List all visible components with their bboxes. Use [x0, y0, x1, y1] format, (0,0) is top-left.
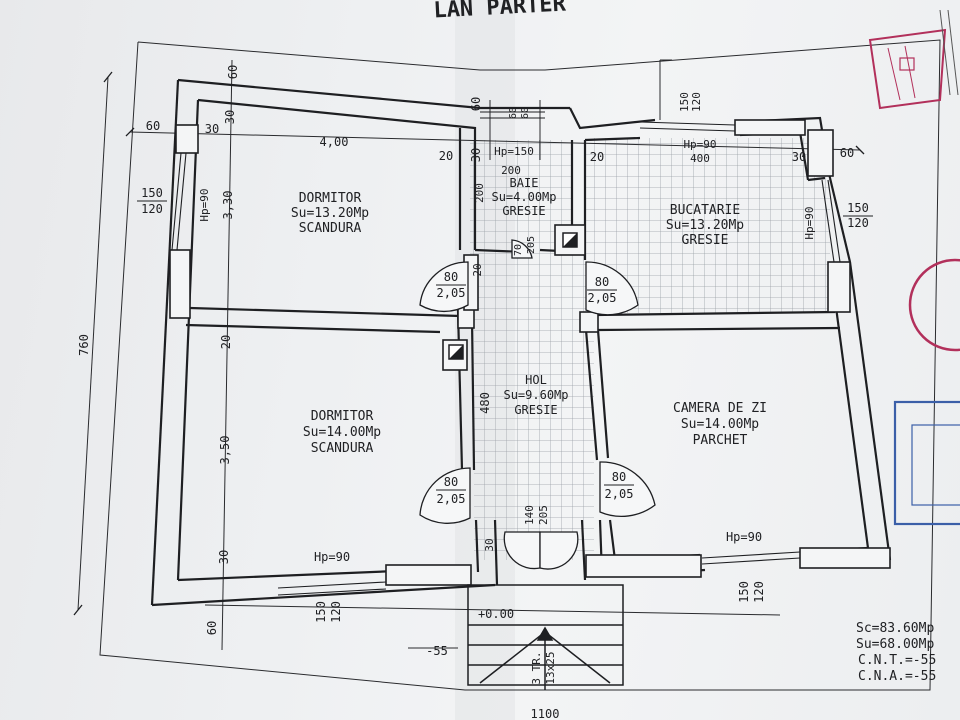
dim-60-right: 60: [840, 146, 854, 160]
dim-20-d: 20: [219, 335, 233, 349]
dimension-frame: [77, 39, 941, 691]
round-stamp: [908, 258, 960, 352]
win-150-left: 150: [141, 186, 163, 200]
stair-13x25: 13x25: [544, 651, 557, 684]
blue-stamp: [893, 400, 960, 526]
dim-30-bottom-left: 30: [217, 550, 231, 564]
dim-overall-width: 1100: [531, 707, 560, 720]
dimension-ticks: [73, 71, 865, 616]
dim-60-fold-b: 60: [520, 107, 531, 119]
dim-20-a: 20: [439, 149, 453, 163]
dim-60-left: 60: [146, 119, 160, 133]
hp-90-dormitor: Hp=90: [198, 188, 211, 221]
level-minus-55: -55: [426, 644, 448, 658]
dim-60-bottom: 60: [205, 621, 219, 635]
hp-90-kitchen: Hp=90: [683, 138, 716, 151]
room-bucatarie-floor: GRESIE: [682, 233, 729, 248]
dim-overall-height: 760: [77, 334, 91, 356]
win-120-bottom-left: 120: [329, 601, 343, 623]
dim-205-baie: 205: [526, 236, 537, 254]
dim-30-top: 30: [223, 110, 237, 124]
level-0: +0.00: [478, 607, 514, 621]
room-camera-floor: PARCHET: [693, 433, 748, 448]
win-150-right: 150: [847, 201, 869, 215]
room-dormitor2-floor: SCANDURA: [311, 441, 374, 456]
room-bucatarie-name: BUCATARIE: [670, 203, 740, 218]
dim-400-dormitor: 4,00: [320, 135, 349, 149]
dim-70: 70: [513, 244, 524, 256]
hp-150: Hp=150: [494, 145, 534, 158]
plan-title: LAN PARTER: [433, 0, 567, 23]
room-bucatarie-area: Su=13.20Mp: [666, 218, 744, 233]
dim-350: 3,50: [218, 436, 232, 465]
dim-60-baie: 60: [469, 97, 483, 111]
door-80-b: 80: [595, 275, 609, 289]
door-205-e: 205: [537, 505, 550, 525]
dim-60-fold: 60: [508, 107, 519, 119]
win-150-bottom-right: 150: [737, 581, 751, 603]
wall-piers: [169, 119, 891, 586]
room-camera-area: Su=14.00Mp: [681, 417, 759, 432]
dim-60-top: 60: [226, 65, 240, 79]
room-dormitor1-floor: SCANDURA: [299, 221, 362, 236]
hp-90-bottom-left: Hp=90: [314, 550, 350, 564]
win-150-bottom-left: 150: [314, 601, 328, 623]
room-hol-floor: GRESIE: [514, 403, 557, 417]
dim-20-b: 20: [590, 150, 604, 164]
room-camera-name: CAMERA DE ZI: [673, 401, 767, 416]
door-80-d: 80: [612, 470, 626, 484]
summary-sc: Sc=83.60Mp: [856, 621, 934, 636]
win-150-top: 150: [678, 92, 691, 112]
door-205-b: 2,05: [588, 291, 617, 305]
dim-30-left: 30: [205, 122, 219, 136]
margin-notes: [939, 9, 959, 96]
room-hol-area: Su=9.60Mp: [503, 388, 568, 402]
door-205-a: 2,05: [437, 286, 466, 300]
red-stamp: [868, 28, 947, 110]
room-dormitor2-area: Su=14.00Mp: [303, 425, 381, 440]
door-80-a: 80: [444, 270, 458, 284]
room-baie-floor: GRESIE: [502, 204, 545, 218]
room-dormitor1-area: Su=13.20Mp: [291, 206, 369, 221]
vent-shafts: [448, 232, 578, 360]
door-205-d: 2,05: [605, 487, 634, 501]
dim-200-baie-v: 200: [473, 183, 486, 203]
win-120-right: 120: [847, 216, 869, 230]
win-120-top: 120: [690, 92, 703, 112]
dim-330: 3,30: [221, 191, 235, 220]
summary-cnt: C.N.T.=-55: [858, 653, 936, 668]
dim-30-kitchen: 30: [792, 150, 806, 164]
door-swings: [419, 239, 656, 570]
door-80-c: 80: [444, 475, 458, 489]
dim-480: 480: [478, 392, 492, 414]
stair-tr: 3 TR.: [530, 651, 543, 684]
tiled-floors: [470, 138, 830, 560]
room-hol-name: HOL: [525, 373, 547, 387]
summary-cna: C.N.A.=-55: [858, 669, 936, 684]
entrance-stairs: [467, 584, 624, 690]
dim-30-baie: 30: [469, 148, 483, 162]
dim-30-entry: 30: [483, 538, 496, 551]
door-205-c: 2,05: [437, 492, 466, 506]
hp-90-bottom-right: Hp=90: [726, 530, 762, 544]
win-120-left: 120: [141, 202, 163, 216]
dim-20-c: 20: [471, 263, 484, 276]
room-dormitor2-name: DORMITOR: [311, 409, 374, 424]
room-baie-name: BAIE: [510, 176, 539, 190]
windows: [171, 111, 841, 596]
hp-90-right: Hp=90: [803, 206, 816, 239]
dim-400-kitchen: 400: [690, 152, 710, 165]
door-140: 140: [523, 505, 536, 525]
room-dormitor1-name: DORMITOR: [299, 191, 362, 206]
dim-200-baie: 200: [501, 164, 521, 177]
summary-su: Su=68.00Mp: [856, 637, 934, 652]
stamps: [868, 9, 960, 526]
room-baie-area: Su=4.00Mp: [491, 190, 556, 204]
win-120-bottom-right: 120: [752, 581, 766, 603]
